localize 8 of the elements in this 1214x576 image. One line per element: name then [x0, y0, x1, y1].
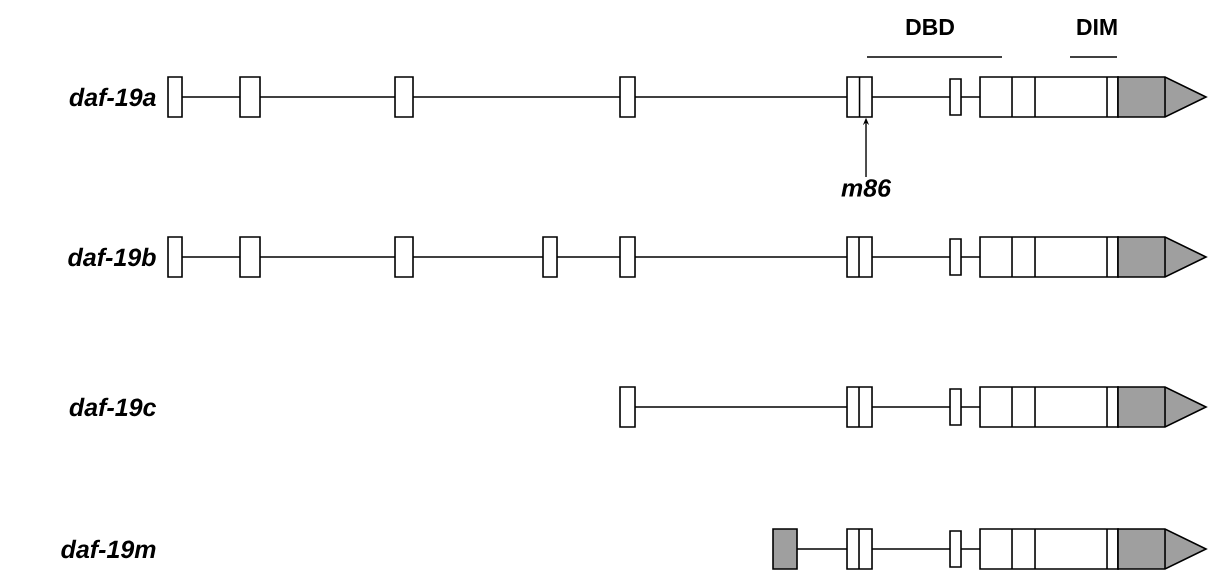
isoform-label: daf-19m	[61, 539, 156, 559]
isoform-label: daf-19c	[69, 397, 157, 417]
domain-label: DIM	[1077, 19, 1117, 35]
domain-label: DBD	[906, 19, 954, 35]
mutation-label: m86	[841, 179, 892, 197]
isoform-label: daf-19a	[69, 87, 156, 107]
isoform-label: daf-19b	[68, 247, 156, 267]
exon-box	[846, 76, 873, 118]
